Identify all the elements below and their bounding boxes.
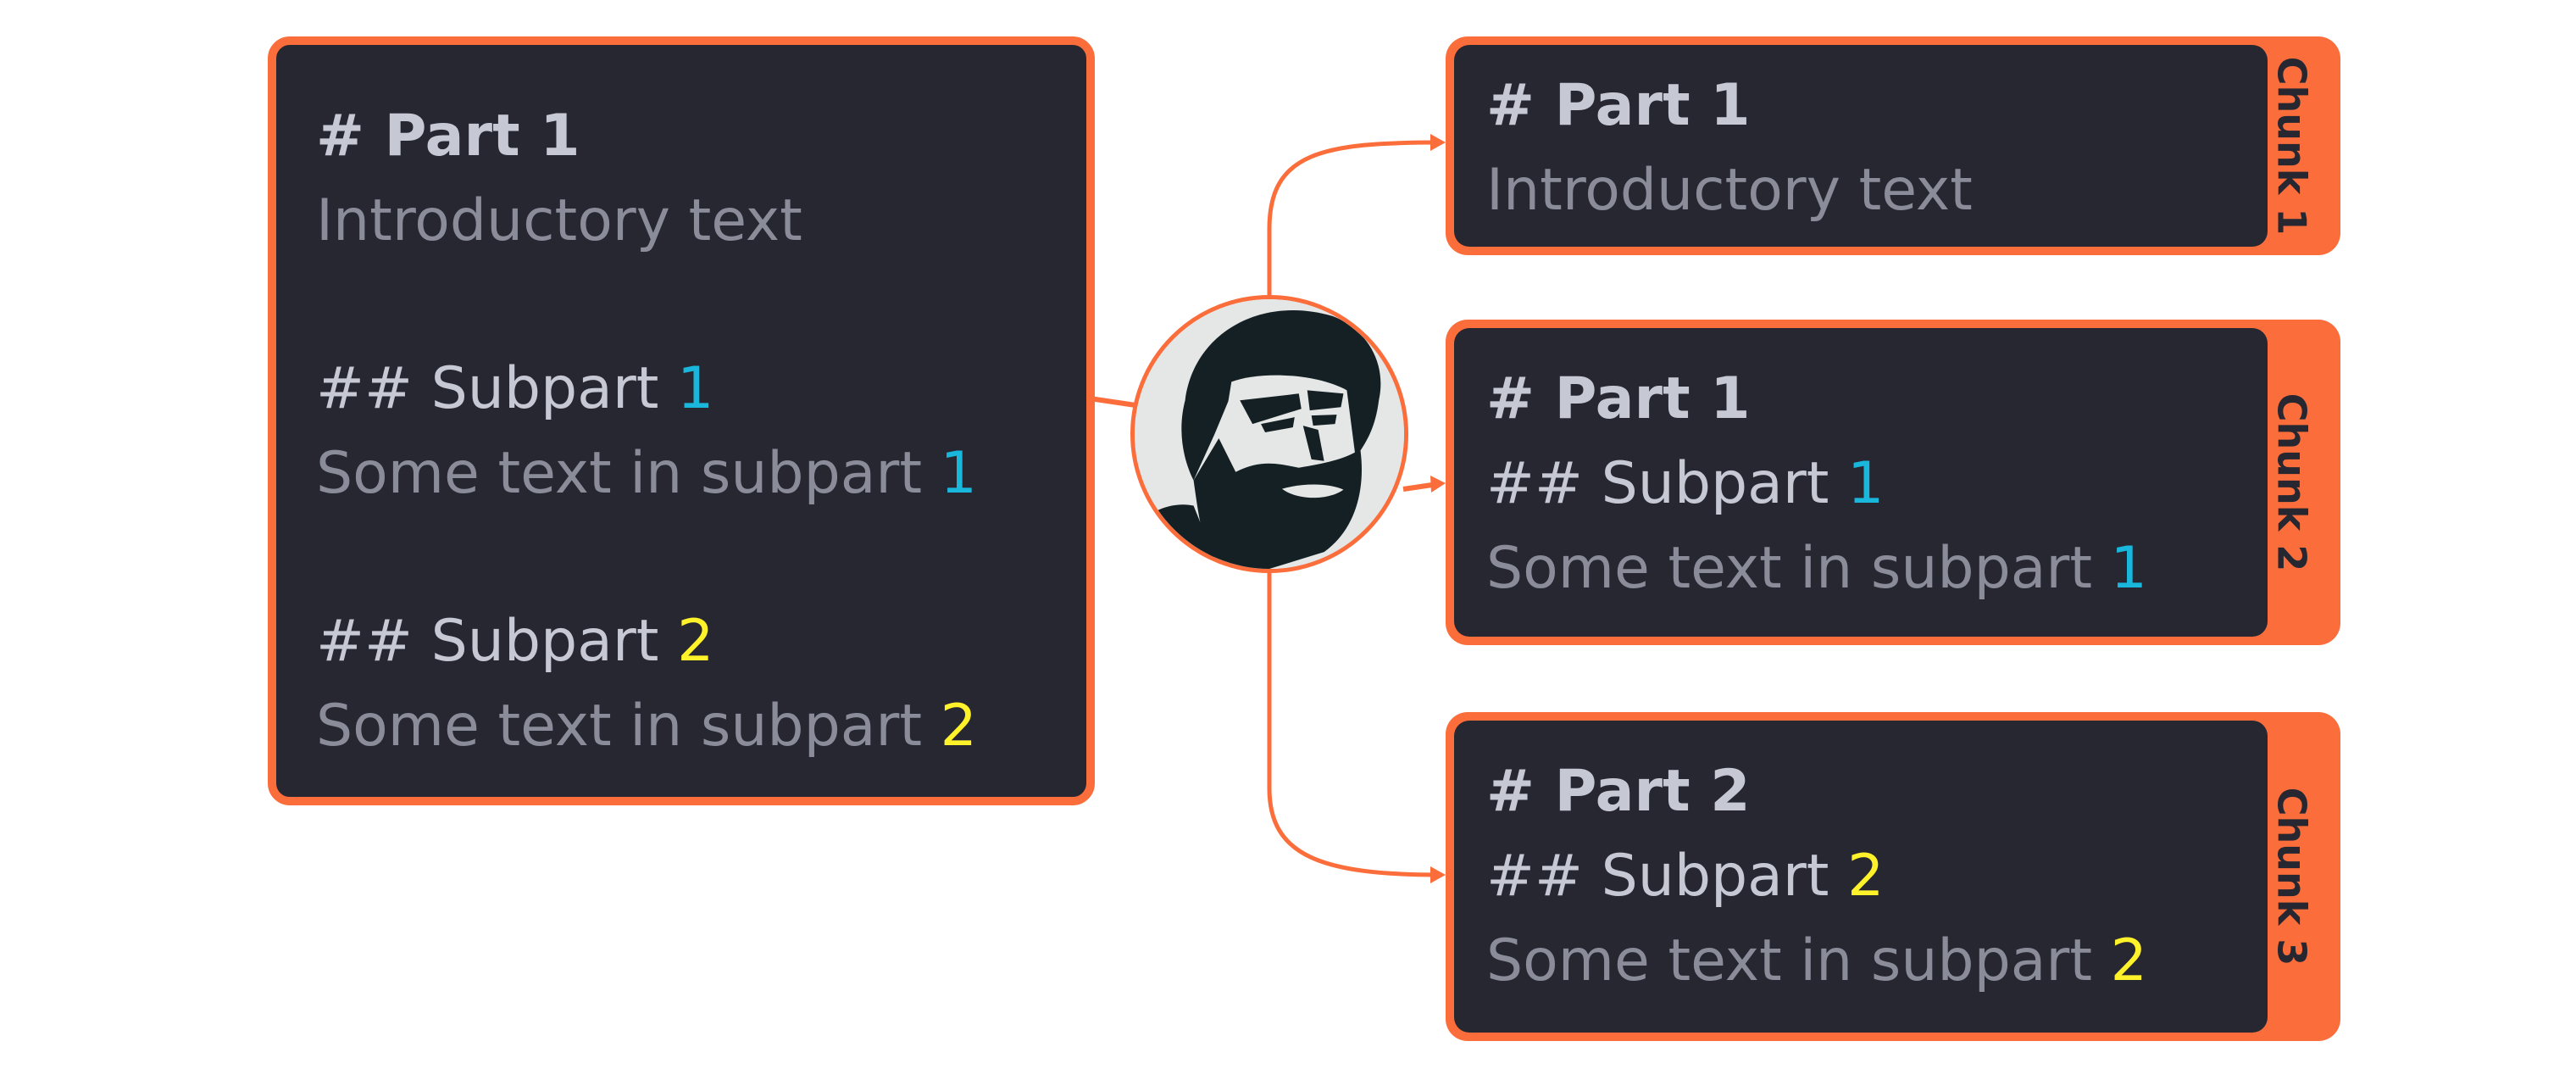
chunk-2-content: # Part 1 ## Subpart 1 Some text in subpa… <box>1454 328 2268 637</box>
arrow-to-chunk-1 <box>1267 140 1441 298</box>
chunk-1-content: # Part 1 Introductory text <box>1454 45 2268 247</box>
source-subpart1-text: Some text in subpart 1 <box>316 440 977 507</box>
chunk-2-text: Some text in subpart 1 <box>1486 535 2147 602</box>
arrowhead-chunk-1 <box>1430 134 1446 151</box>
subpart-number-1: 1 <box>2110 535 2147 602</box>
arrowhead-chunk-2 <box>1430 476 1446 493</box>
source-document: # Part 1 Introductory text ## Subpart 1 … <box>268 36 1095 805</box>
subpart-number-1: 1 <box>677 355 714 422</box>
source-subpart2-heading: ## Subpart 2 <box>316 608 714 675</box>
chunk-3-heading: # Part 2 <box>1486 758 1751 825</box>
source-subpart2-text: Some text in subpart 2 <box>316 693 977 760</box>
source-to-splitter-line <box>1089 396 1136 408</box>
chunk-2-subpart: ## Subpart 1 <box>1486 450 1885 517</box>
chunk-3-subpart: ## Subpart 2 <box>1486 843 1885 910</box>
source-subpart1-heading: ## Subpart 1 <box>316 355 714 422</box>
source-part1-heading: # Part 1 <box>316 103 580 170</box>
chunk-3-text: Some text in subpart 2 <box>1486 927 2147 994</box>
chunk-3-content: # Part 2 ## Subpart 2 Some text in subpa… <box>1454 721 2268 1033</box>
subpart-number-1: 1 <box>1847 450 1885 517</box>
chunk-2-label: Chunk 2 <box>2268 393 2314 572</box>
bearded-man-portrait-icon <box>1130 295 1408 573</box>
chunk-1-heading: # Part 1 <box>1486 72 1751 139</box>
chunk-3-label: Chunk 3 <box>2268 787 2314 966</box>
subpart-number-2: 2 <box>2110 927 2147 994</box>
arrow-to-chunk-3 <box>1267 570 1441 877</box>
chunk-2-heading: # Part 1 <box>1486 365 1751 432</box>
subpart-number-2: 2 <box>677 608 714 675</box>
arrowhead-chunk-3 <box>1430 866 1446 883</box>
arrow-to-chunk-2 <box>1402 482 1433 492</box>
chunk-1-text: Introductory text <box>1486 157 1973 224</box>
subpart-number-2: 2 <box>1847 843 1885 910</box>
source-intro-text: Introductory text <box>316 187 802 254</box>
subpart-number-1: 1 <box>940 440 977 507</box>
subpart-number-2: 2 <box>940 693 977 760</box>
chunk-1-label: Chunk 1 <box>2268 56 2314 236</box>
